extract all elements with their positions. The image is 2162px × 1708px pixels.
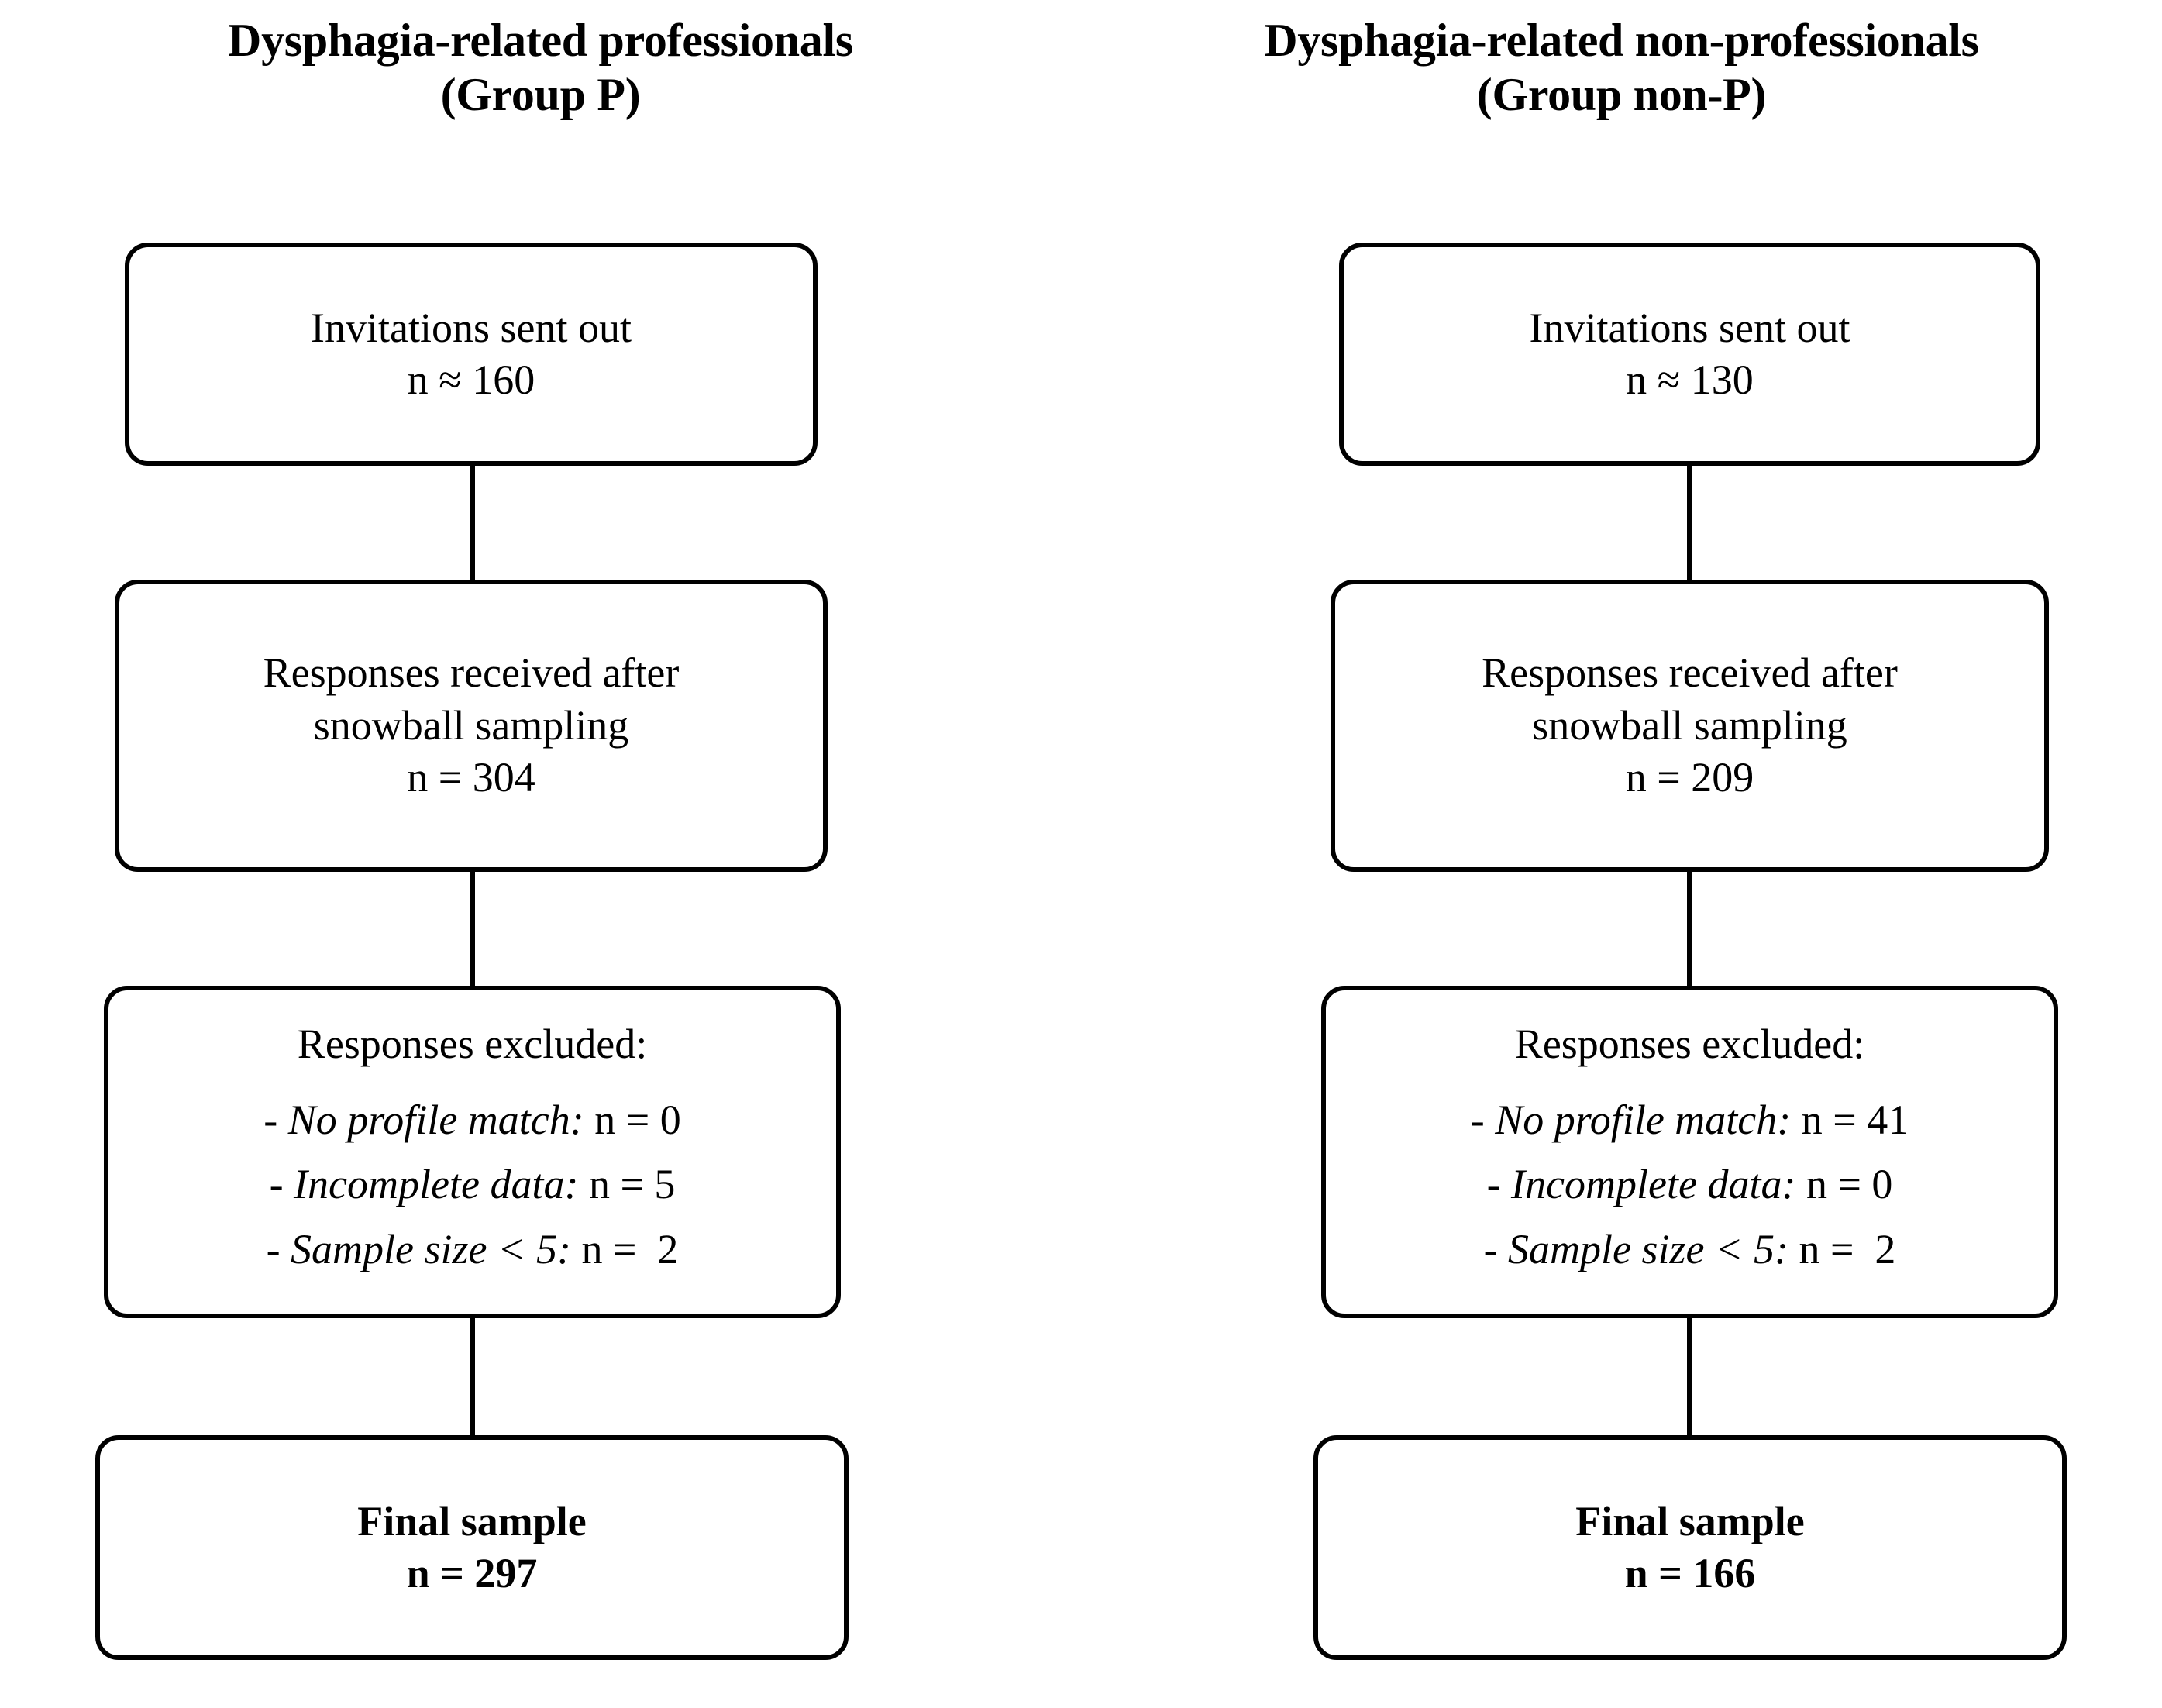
node-value: n = 166 [1624,1550,1756,1596]
node-label-line1: Responses received after [1482,649,1898,697]
node-heading: Responses excluded: [1514,1021,1865,1067]
connector-excluded-to-final [470,1314,475,1438]
node-label: Invitations sent out [1529,304,1850,351]
exclusion-row-sample-size: - Sample size < 5: n = 2 [1484,1224,1896,1276]
node-value: n ≈ 130 [1626,356,1754,403]
exclusion-count: n = 5 [578,1161,676,1207]
node-label: Final sample [357,1497,587,1544]
exclusion-count: n = 0 [584,1096,681,1143]
column-title-line1: Dysphagia-related professionals [228,15,853,66]
connector-invitations-to-responses [470,462,475,583]
exclusion-row-sample-size: - Sample size < 5: n = 2 [267,1224,679,1276]
node-value: n ≈ 160 [407,356,535,403]
exclusion-row-incomplete-data: - Incomplete data: n = 0 [1487,1159,1893,1211]
exclusion-row-no-profile-match: - No profile match: n = 41 [1471,1094,1909,1147]
exclusion-reason: - Incomplete data: [1486,1161,1796,1207]
node-heading: Responses excluded: [297,1021,648,1067]
column-group-p: Dysphagia-related professionals (Group P… [0,14,1081,1660]
exclusion-reason: - No profile match: [1470,1096,1792,1143]
node-value: n = 297 [406,1550,538,1596]
node-invitations-sent-out: Invitations sent out n ≈ 160 [125,243,818,466]
exclusion-count: n = 41 [1791,1096,1909,1143]
node-responses-excluded: Responses excluded: - No profile match: … [104,986,841,1318]
node-label: Invitations sent out [311,304,632,351]
exclusion-count: n = 0 [1795,1161,1893,1207]
column-title-group-p: Dysphagia-related professionals (Group P… [0,14,1081,122]
connector-responses-to-excluded [470,868,475,989]
node-label: Final sample [1575,1497,1805,1544]
exclusion-row-no-profile-match: - No profile match: n = 0 [263,1094,680,1147]
connector-responses-to-excluded [1687,868,1692,989]
column-group-non-p: Dysphagia-related non-professionals (Gro… [1081,0,2162,1708]
node-responses-received: Responses received after snowball sampli… [1331,580,2049,872]
exclusion-reason: - Sample size < 5: [266,1225,571,1272]
node-invitations-sent-out: Invitations sent out n ≈ 130 [1339,243,2040,466]
node-responses-received: Responses received after snowball sampli… [115,580,828,872]
column-title-line2: (Group P) [440,68,641,120]
column-title-line2: (Group non-P) [1476,68,1767,120]
connector-invitations-to-responses [1687,462,1692,583]
exclusion-count: n = 2 [570,1225,679,1272]
connector-excluded-to-final [1687,1314,1692,1438]
exclusion-reason: - Sample size < 5: [1483,1225,1788,1272]
node-value: n = 304 [407,754,535,801]
exclusion-reason: - No profile match: [263,1096,584,1143]
node-label-line1: Responses received after [263,649,680,697]
node-final-sample: Final sample n = 297 [95,1435,849,1660]
node-responses-excluded: Responses excluded: - No profile match: … [1321,986,2058,1318]
column-title-group-non-p: Dysphagia-related non-professionals (Gro… [1081,14,2162,122]
node-value: n = 209 [1625,754,1754,801]
exclusion-reason: - Incomplete data: [269,1161,579,1207]
node-final-sample: Final sample n = 166 [1313,1435,2067,1660]
column-title-line1: Dysphagia-related non-professionals [1264,15,1979,66]
node-label-line2: snowball sampling [313,701,629,749]
node-label-line2: snowball sampling [1532,701,1847,749]
exclusion-row-incomplete-data: - Incomplete data: n = 5 [270,1159,676,1211]
exclusion-count: n = 2 [1788,1225,1896,1272]
